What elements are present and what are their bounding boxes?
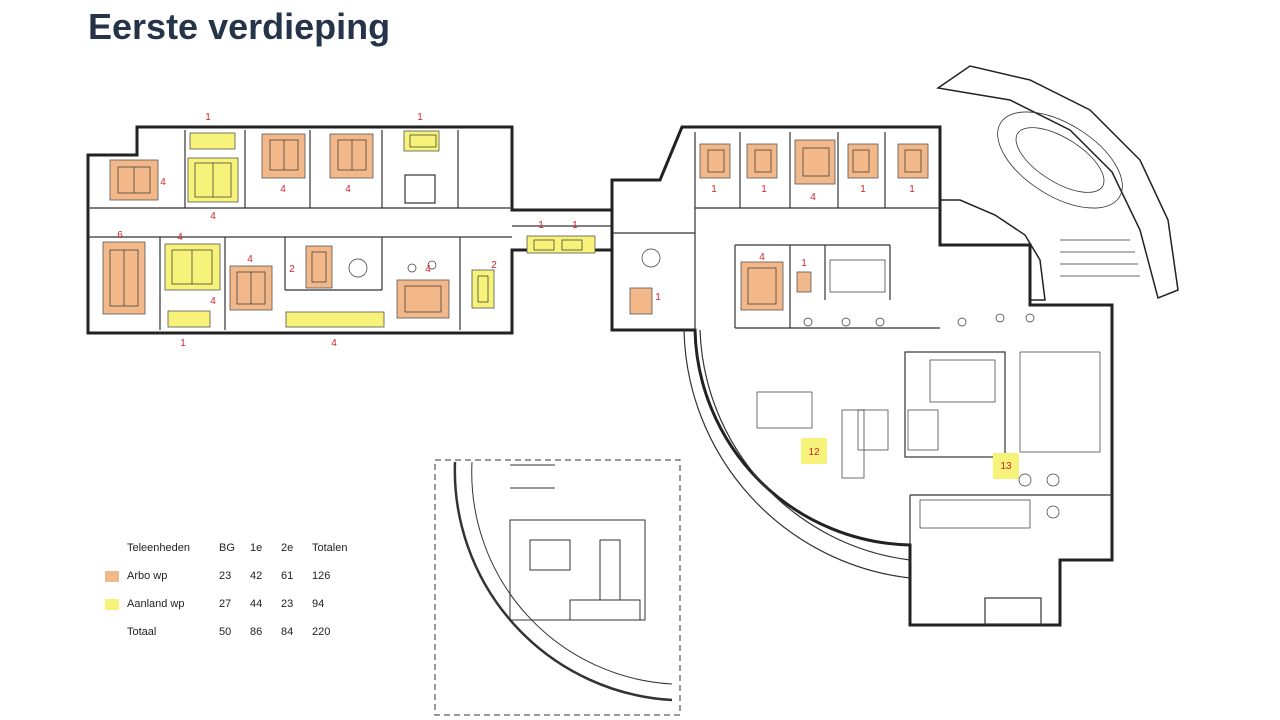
room-labels: 1 1 4 4 4 4 4 6 4 4 2 4 2 1 4 1 1 1 1 1 …	[117, 112, 1012, 472]
room-label: 4	[210, 211, 216, 222]
inset-detail	[434, 459, 681, 716]
workspace-arbo	[629, 287, 653, 315]
workspace-arbo	[699, 143, 731, 179]
area-marker-13	[993, 453, 1019, 479]
room-label: 1	[801, 258, 807, 269]
workspace-arbo	[261, 133, 306, 179]
room-label: 1	[655, 292, 661, 303]
workspace-arbo	[794, 139, 836, 185]
right-building-workspaces	[629, 139, 1019, 479]
room-label: 2	[289, 264, 295, 275]
legend-row-arbo: Arbo wp 23 42 61 126	[105, 562, 362, 590]
legend-label: Arbo wp	[127, 570, 168, 582]
room-label: 4	[810, 192, 816, 203]
workspace-arbo	[897, 143, 929, 179]
legend-header: BG	[219, 542, 235, 554]
workspace-aanland	[471, 269, 495, 309]
right-building-interior-walls	[612, 132, 1112, 625]
legend-value: 86	[250, 626, 263, 638]
workspace-aanland	[285, 311, 385, 328]
room-label: 13	[1000, 461, 1012, 472]
auditorium	[936, 65, 1179, 301]
legend-header: Teleenheden	[127, 542, 191, 554]
workspace-arbo	[847, 143, 879, 179]
workspace-arbo	[746, 143, 778, 179]
room-label: 4	[759, 252, 765, 263]
left-wing-workspaces	[102, 130, 596, 328]
legend-value: 42	[250, 570, 263, 582]
room-label: 4	[177, 232, 183, 243]
legend-value: 23	[219, 570, 232, 582]
room-label: 4	[247, 254, 253, 265]
workspace-aanland	[526, 235, 596, 254]
workspace-aanland	[189, 132, 236, 150]
room-label: 1	[860, 184, 866, 195]
room-label: 4	[425, 264, 431, 275]
legend-header: 1e	[250, 542, 263, 554]
workspace-aanland	[403, 130, 440, 152]
legend-header: 2e	[281, 542, 294, 554]
workspace-arbo	[329, 133, 374, 179]
legend-value: 23	[281, 598, 294, 610]
room-label: 4	[210, 296, 216, 307]
room-label: 1	[205, 112, 211, 123]
room-label: 1	[711, 184, 717, 195]
arbo-swatch	[105, 570, 119, 582]
room-label: 6	[117, 230, 123, 241]
legend-value: 126	[312, 570, 331, 582]
room-label: 1	[909, 184, 915, 195]
room-label: 4	[160, 177, 166, 188]
workspace-arbo	[305, 245, 333, 289]
auditorium-seating	[997, 111, 1140, 277]
room-label: 1	[180, 338, 186, 349]
legend-header: Totalen	[312, 542, 348, 554]
legend-value: 84	[281, 626, 294, 638]
legend-value: 94	[312, 598, 325, 610]
workspace-arbo	[796, 271, 812, 293]
workspace-aanland	[164, 243, 221, 291]
room-label: 4	[280, 184, 286, 195]
legend-value: 27	[219, 598, 232, 610]
legend-value: 50	[219, 626, 232, 638]
room-label: 4	[331, 338, 337, 349]
legend-label: Aanland wp	[127, 598, 185, 610]
legend-value: 61	[281, 570, 294, 582]
legend-row-totaal: Totaal 50 86 84 220	[105, 618, 362, 646]
room-label: 2	[491, 260, 497, 271]
legend-value: 220	[312, 626, 331, 638]
room-label: 1	[538, 220, 544, 231]
legend-row-aanland: Aanland wp 27 44 23 94	[105, 590, 362, 618]
aanland-swatch	[105, 598, 119, 610]
left-wing-interior-walls	[88, 130, 512, 330]
workspace-aanland	[167, 310, 211, 328]
page-title: Eerste verdieping	[88, 6, 391, 47]
legend-table: Teleenheden BG 1e 2e Totalen Arbo wp 23 …	[105, 534, 362, 646]
workspace-arbo	[740, 261, 784, 311]
furniture-right	[641, 147, 1101, 529]
room-label: 1	[417, 112, 423, 123]
room-label: 1	[572, 220, 578, 231]
legend-header-row: Teleenheden BG 1e 2e Totalen	[105, 534, 362, 562]
legend-value: 44	[250, 598, 263, 610]
legend-label: Totaal	[127, 626, 157, 638]
desk-details	[109, 134, 583, 313]
room-label: 12	[808, 447, 820, 458]
room-label: 1	[761, 184, 767, 195]
right-building	[610, 125, 1114, 627]
area-marker-12	[801, 438, 827, 464]
room-label: 4	[345, 184, 351, 195]
